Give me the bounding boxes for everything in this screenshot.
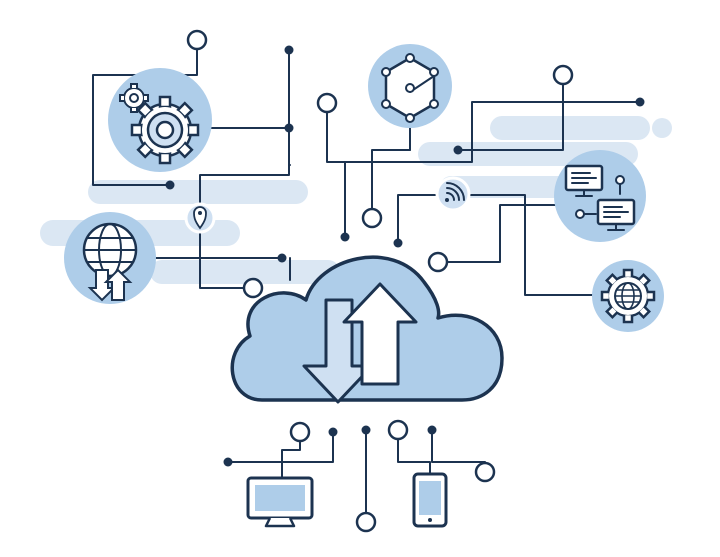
- connected-monitors-icon: [554, 150, 646, 242]
- connector-nodes: [165, 29, 645, 533]
- hexagon-network-icon: [368, 44, 452, 128]
- gears-icon: [108, 68, 212, 172]
- connector-lines: [92, 49, 641, 521]
- cloud-upload-download-icon: [230, 255, 504, 404]
- desktop-monitor-icon: [246, 476, 314, 528]
- gear-globe-icon: [592, 260, 664, 332]
- globe-exchange-icon: [64, 212, 156, 304]
- wifi-signal-icon: [435, 176, 471, 212]
- location-pin-icon: [184, 202, 216, 234]
- smartphone-icon: [412, 472, 448, 528]
